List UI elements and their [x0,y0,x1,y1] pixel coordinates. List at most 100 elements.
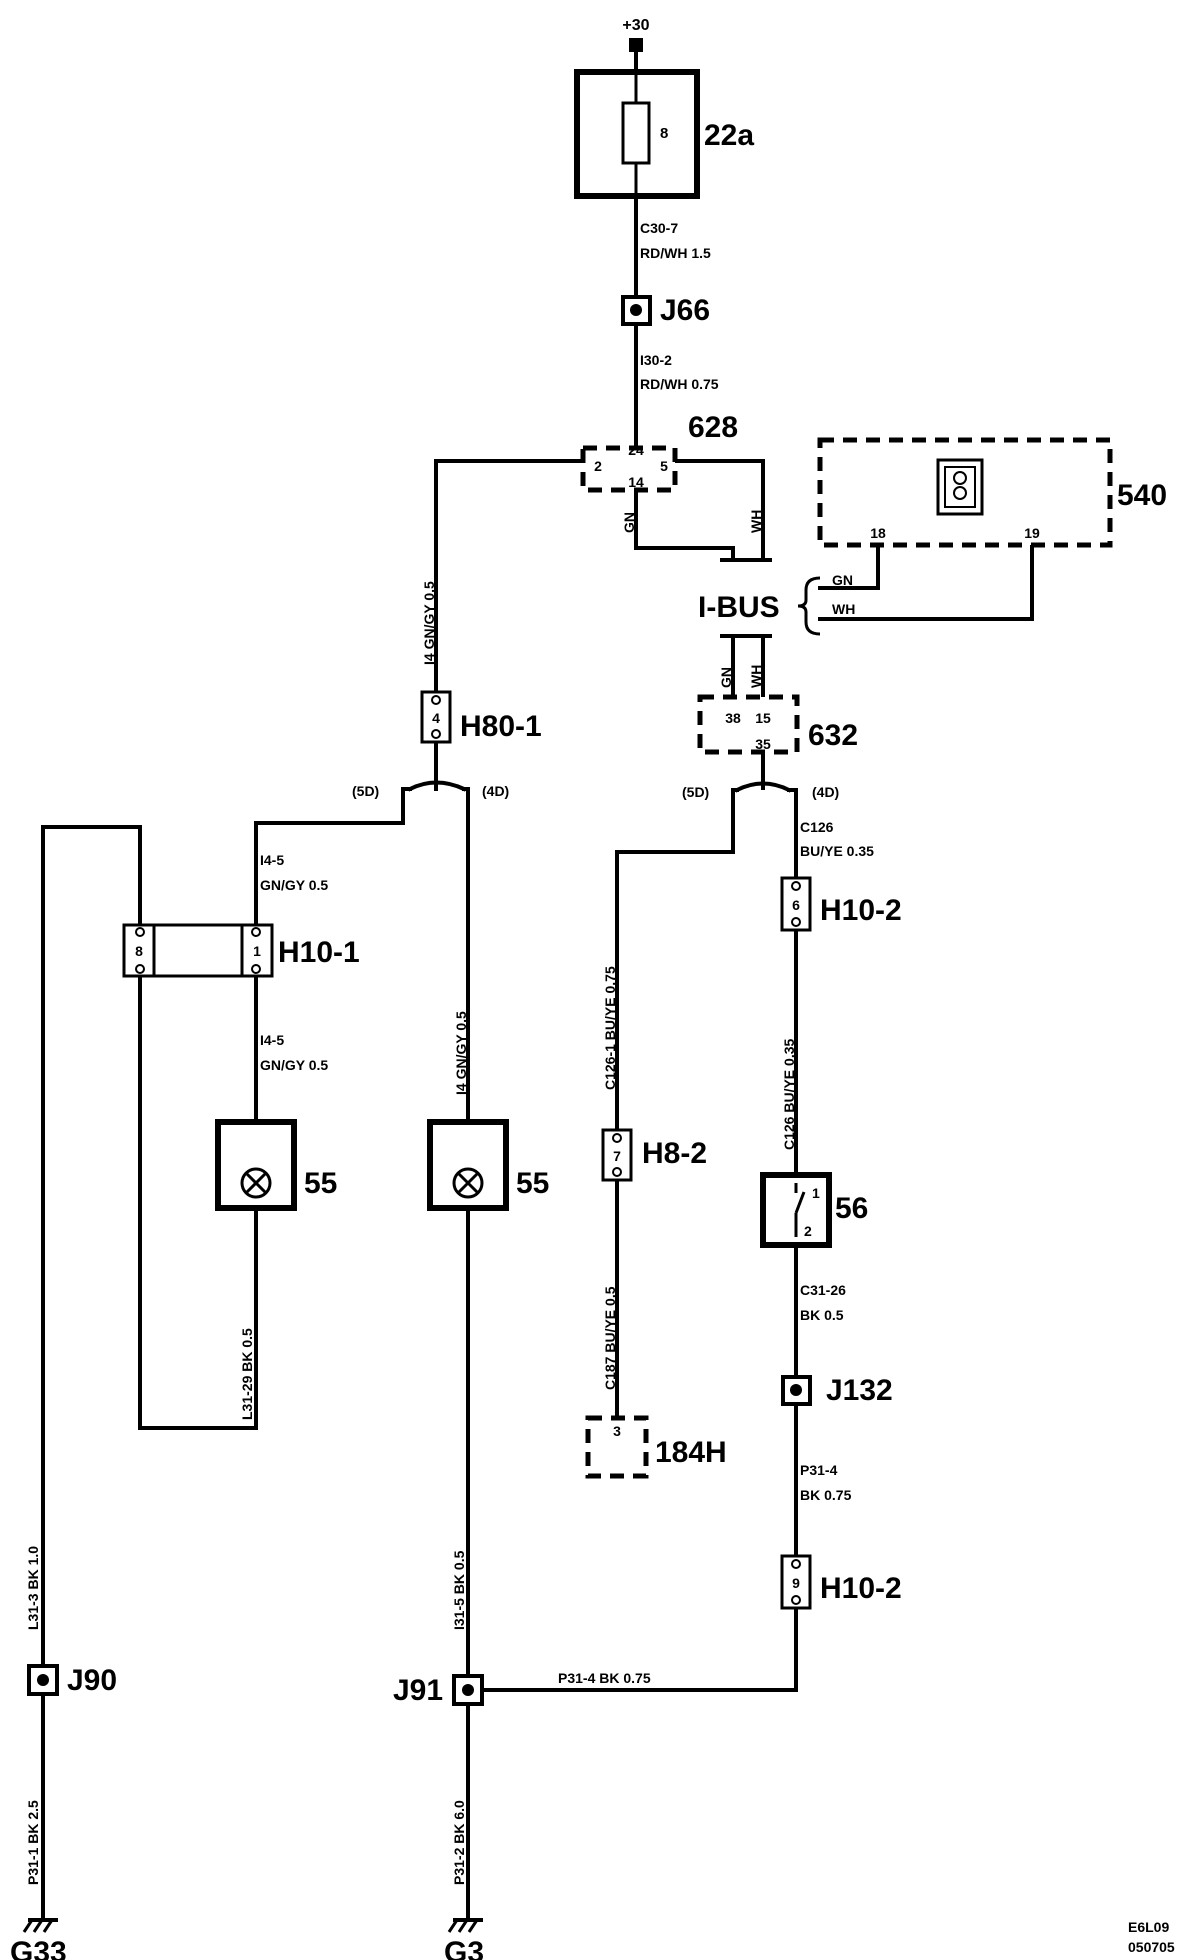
lamp-left-label: 55 [304,1167,337,1200]
wire-c126-spec: BU/YE 0.35 [800,843,874,859]
pin-540-19: 19 [1024,525,1040,541]
ground-g3-label: G3 [444,1936,484,1960]
supply-terminal [629,38,643,52]
ibus-bracket: GN WH [797,572,855,636]
switch-56-label: 56 [835,1192,868,1225]
wire-c187-vertical: C187 BU/YE 0.5 [602,1286,618,1390]
wire-p31-2-vertical: P31-2 BK 6.0 [451,1800,467,1885]
pin-628-24: 24 [628,442,644,458]
connector-632-label: 632 [808,719,858,752]
wire-c31-26-id: C31-26 [800,1282,846,1298]
ibus-label: I-BUS [698,591,780,624]
ground-g33-label: G33 [10,1936,67,1960]
pin-632-15: 15 [755,710,771,726]
connector-h10-1-label: H10-1 [278,936,360,969]
connector-h10-2-bottom: 9 [780,1554,812,1610]
connector-184h: 3 [585,1415,649,1479]
wire-i30-2-spec: RD/WH 0.75 [640,376,719,392]
pin-56-1: 1 [812,1185,820,1201]
supply-label: +30 [622,17,649,34]
wire-wh-ibus: WH [832,601,855,617]
fuse-box-label: 22a [704,119,754,152]
wire-i4-vertical: I4 GN/GY 0.5 [421,581,437,665]
wire-c126-vertical: C126 BU/YE 0.35 [781,1039,797,1150]
wire-i4-5-id-a: I4-5 [260,852,284,868]
bridge-arc-left [407,780,467,792]
wire-p31-4-id-a: P31-4 [800,1462,838,1478]
wire-l31-29-vertical: L31-29 BK 0.5 [239,1328,255,1420]
ground-g33-icon [22,1918,58,1933]
pin-184h-3: 3 [613,1423,621,1439]
connector-h10-1: 8 1 [122,923,274,978]
connector-h10-2-top-label: H10-2 [820,894,902,927]
wire-c126-id: C126 [800,819,834,835]
wire-c126-1-vertical: C126-1 BU/YE 0.75 [602,966,618,1090]
connector-h80-1-label: H80-1 [460,710,542,743]
splice-j132 [781,1375,812,1406]
connector-h8-2-label: H8-2 [642,1137,707,1170]
connector-h8-2: 7 [601,1128,633,1182]
variant-4d-left: (4D) [482,783,509,799]
ground-g3-icon [447,1918,483,1933]
connector-628: 24 2 5 14 [580,442,678,493]
connector-184h-label: 184H [655,1436,727,1469]
lamp-left [215,1119,297,1211]
wire-c30-7-spec: RD/WH 1.5 [640,245,711,261]
fuse-pin-label: 8 [660,125,668,142]
wires [41,43,1034,1922]
pin-628-14: 14 [628,474,644,490]
pin-540-18: 18 [870,525,886,541]
pin-h10-2-bottom: 9 [792,1575,800,1591]
wire-wh-628: WH [748,510,764,533]
diagram-id: E6L09 [1128,1919,1169,1935]
wire-i4-5-spec-a: GN/GY 0.5 [260,877,328,893]
wire-p31-4-spec-a: BK 0.75 [800,1487,852,1503]
diagram-date: 050705 [1128,1939,1175,1955]
connector-h10-2-top: 6 [780,876,812,932]
wire-wh-632: WH [748,665,764,688]
connector-h80-1: 4 [420,690,452,744]
connector-540-label: 540 [1117,479,1167,512]
wire-i4-5-spec-b: GN/GY 0.5 [260,1057,328,1073]
splice-j90-label: J90 [67,1664,117,1697]
pin-h80-1: 4 [432,710,440,726]
connector-628-label: 628 [688,411,738,444]
connector-h10-2-bottom-label: H10-2 [820,1572,902,1605]
wire-c30-7-id: C30-7 [640,220,678,236]
fuse-box-22a: 8 [574,69,700,199]
pin-h10-1-1: 1 [253,943,261,959]
pin-632-35: 35 [755,736,771,752]
pin-h10-1-8: 8 [135,943,143,959]
variant-5d-left: (5D) [352,783,379,799]
wire-gn-628: GN [621,512,637,533]
splice-j90 [27,1664,59,1696]
splice-j132-label: J132 [826,1374,893,1407]
wire-gn-ibus: GN [832,572,853,588]
splice-j91 [452,1674,484,1706]
pin-632-38: 38 [725,710,741,726]
connector-540: 18 19 [817,437,1113,548]
splice-j91-label: J91 [393,1674,443,1707]
wire-p31-4-horizontal: P31-4 BK 0.75 [558,1670,651,1686]
wire-gn-632: GN [718,667,734,688]
splice-j66 [621,295,652,326]
lamp-right [427,1119,509,1211]
pin-h10-2-top: 6 [792,897,800,913]
variant-4d-right: (4D) [812,784,839,800]
wire-i4-5-id-b: I4-5 [260,1032,284,1048]
splice-j66-label: J66 [660,294,710,327]
wire-i30-2-id: I30-2 [640,352,672,368]
lamp-right-label: 55 [516,1167,549,1200]
wire-c31-26-spec: BK 0.5 [800,1307,844,1323]
pin-56-2: 2 [804,1223,812,1239]
wire-i4-lamp: I4 GN/GY 0.5 [453,1011,469,1095]
wire-i31-5-vertical: I31-5 BK 0.5 [451,1550,467,1630]
wire-l31-3-vertical: L31-3 BK 1.0 [25,1546,41,1630]
pin-h8-2: 7 [613,1148,621,1164]
pin-628-2: 2 [594,458,602,474]
pin-628-5: 5 [660,458,668,474]
bridge-arc-right [734,781,792,793]
variant-5d-right: (5D) [682,784,709,800]
wire-p31-1-vertical: P31-1 BK 2.5 [25,1800,41,1885]
